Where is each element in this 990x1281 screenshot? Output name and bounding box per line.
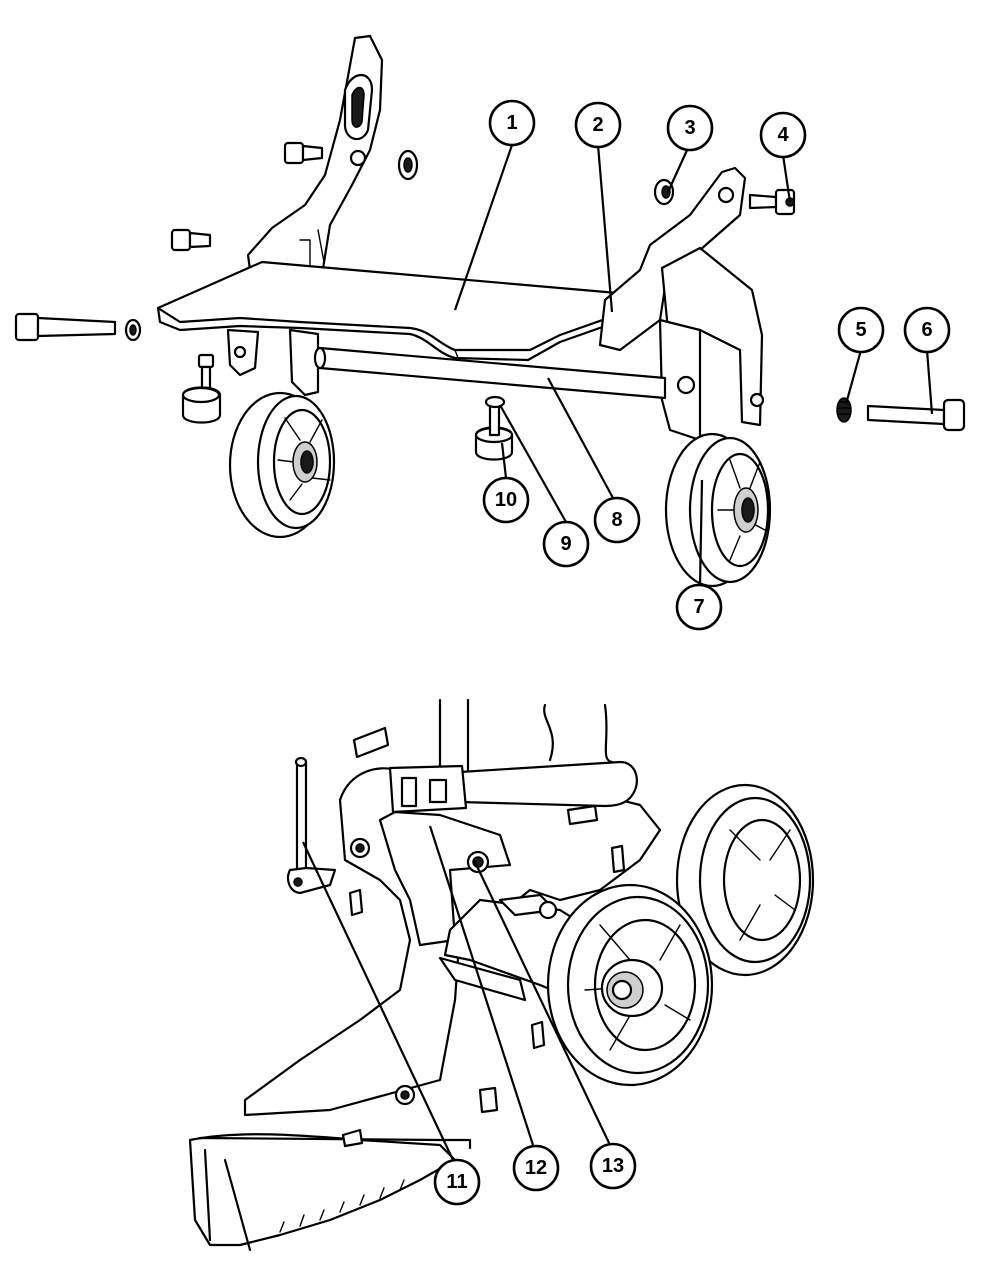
left-frame-tab xyxy=(226,328,320,397)
adjustment-foot-left xyxy=(181,353,222,424)
callout-7: 7 xyxy=(675,583,723,631)
callout-1: 1 xyxy=(488,99,536,147)
callout-13: 13 xyxy=(589,1142,637,1190)
grease-fitting-item-5 xyxy=(836,397,852,423)
callout-11: 11 xyxy=(433,1158,481,1206)
callout-8: 8 xyxy=(593,496,641,544)
callout-7-label: 7 xyxy=(693,596,704,618)
bolt-item-6 xyxy=(866,398,966,432)
callout-2: 2 xyxy=(574,101,622,149)
right-wheel xyxy=(664,432,772,588)
callout-2-label: 2 xyxy=(592,114,603,136)
callout-9-label: 9 xyxy=(560,533,571,555)
caster-assembled-view xyxy=(188,698,815,1252)
right-mounting-bracket xyxy=(598,166,765,442)
callout-11-label: 11 xyxy=(446,1171,467,1193)
left-wheel xyxy=(228,391,336,539)
front-wheel xyxy=(546,883,714,1087)
nut-upper xyxy=(397,149,419,181)
callout-8-label: 8 xyxy=(611,509,622,531)
bolt-item-4 xyxy=(748,188,796,216)
washer-item-3 xyxy=(653,178,675,206)
callout-10-label: 10 xyxy=(495,489,517,511)
callout-6-label: 6 xyxy=(921,319,932,341)
rear-wheel xyxy=(675,783,815,977)
callout-12-label: 12 xyxy=(525,1157,547,1179)
caster-frame-exploded-view xyxy=(14,34,966,588)
callout-3: 3 xyxy=(666,104,714,152)
leader-lines-bottom xyxy=(302,825,611,1161)
adjustment-foot-center xyxy=(474,395,514,461)
callout-6: 6 xyxy=(903,306,951,354)
axle xyxy=(313,346,667,400)
leader-lines-top xyxy=(453,144,934,586)
callout-4-label: 4 xyxy=(777,124,789,146)
callout-3-label: 3 xyxy=(684,117,695,139)
lift-pin xyxy=(286,756,337,895)
callout-5: 5 xyxy=(837,306,885,354)
handle-lever xyxy=(388,760,638,814)
callout-10: 10 xyxy=(482,476,530,524)
callout-13-label: 13 xyxy=(602,1155,624,1177)
bolt-mid-left xyxy=(170,228,212,252)
callout-1-label: 1 xyxy=(506,112,517,134)
callout-4: 4 xyxy=(759,111,807,159)
callout-5-label: 5 xyxy=(855,319,866,341)
long-bolt-left xyxy=(14,312,142,342)
bolt-upper-left xyxy=(283,141,324,165)
callout-12: 12 xyxy=(512,1144,560,1192)
callout-9: 9 xyxy=(542,520,590,568)
bracket-plate xyxy=(378,810,512,947)
deck-blade xyxy=(188,1128,472,1252)
